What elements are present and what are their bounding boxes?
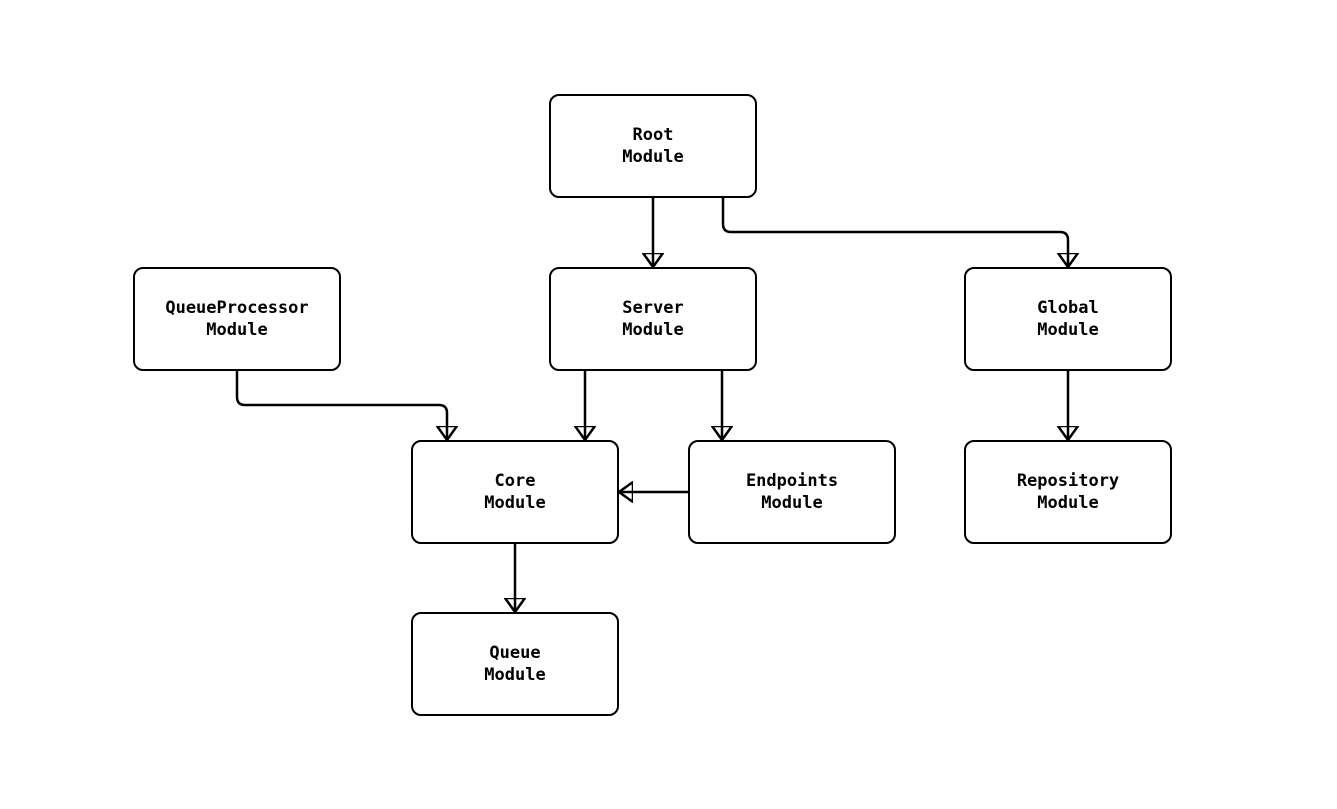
node-root-module: Root Module [549, 94, 757, 198]
node-repository-module-label: Repository Module [1016, 471, 1120, 513]
node-core-module: Core Module [411, 440, 619, 544]
node-server-module: Server Module [549, 267, 757, 371]
node-repository-module: Repository Module [964, 440, 1172, 544]
node-queue-module: Queue Module [411, 612, 619, 716]
node-queueprocessor-module-label: QueueProcessor Module [165, 298, 309, 340]
node-queueprocessor-module: QueueProcessor Module [133, 267, 341, 371]
node-core-module-label: Core Module [484, 471, 546, 513]
node-server-module-label: Server Module [622, 298, 684, 340]
node-global-module: Global Module [964, 267, 1172, 371]
node-endpoints-module-label: Endpoints Module [745, 471, 839, 513]
edge-root-to-global [721, 198, 1068, 267]
edge-queueprocessor-to-core [235, 371, 447, 440]
node-root-module-label: Root Module [622, 125, 684, 167]
node-global-module-label: Global Module [1037, 298, 1099, 340]
node-endpoints-module: Endpoints Module [688, 440, 896, 544]
node-queue-module-label: Queue Module [484, 643, 546, 685]
